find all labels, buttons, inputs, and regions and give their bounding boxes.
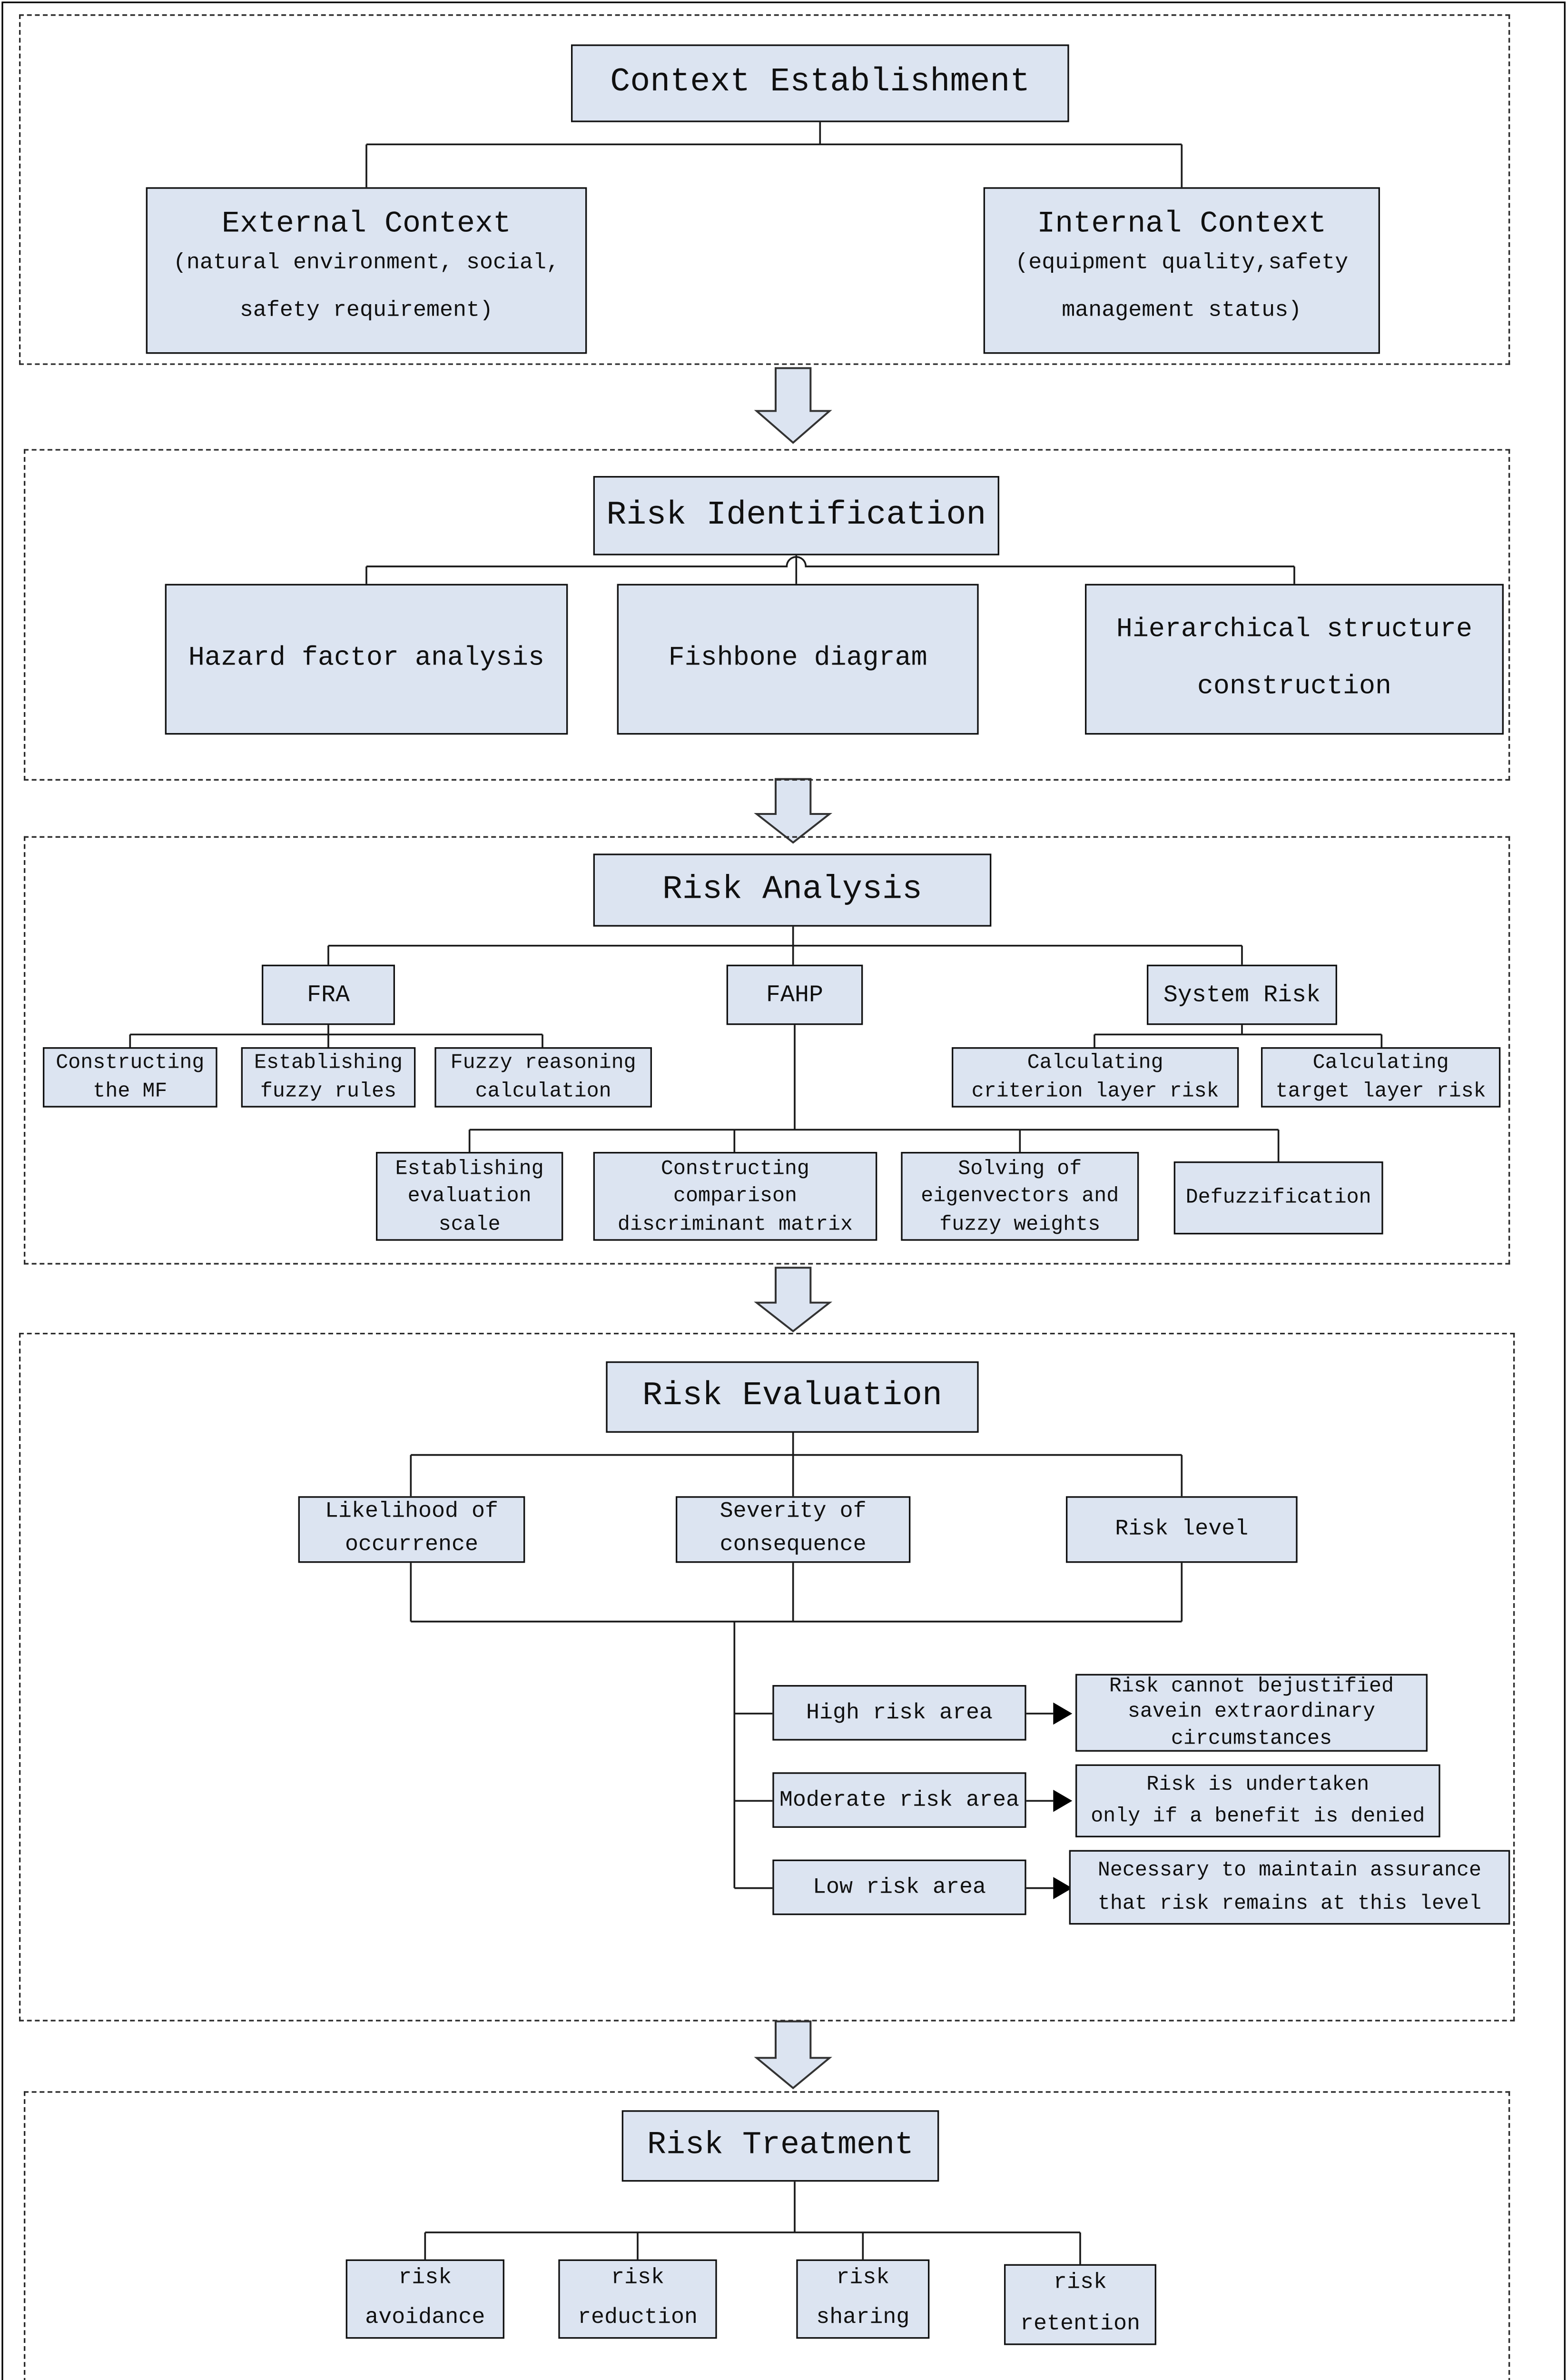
- eigenvectors-label: Solving of eigenvectors and fuzzy weight…: [921, 1156, 1119, 1236]
- risk-retention-label: risk retention: [1020, 2271, 1141, 2337]
- discriminant-matrix-label: Constructing comparison discriminant mat…: [617, 1156, 853, 1236]
- hierarchical-structure-label: Hierarchical structure construction: [1116, 615, 1473, 702]
- fra-box: FRA: [261, 964, 395, 1025]
- system-risk-label: System Risk: [1163, 981, 1321, 1009]
- internal-context-detail: (equipment quality,safety management sta…: [1015, 251, 1349, 323]
- risk-treatment-label: Risk Treatment: [647, 2127, 914, 2164]
- moderate-risk-outcome-label: Risk is undertaken only if a benefit is …: [1091, 1772, 1425, 1828]
- risk-retention-box: risk retention: [1004, 2264, 1156, 2345]
- defuzzification-box: Defuzzification: [1173, 1161, 1383, 1235]
- risk-identification-box: Risk Identification: [593, 476, 999, 555]
- low-risk-area-box: Low risk area: [772, 1859, 1026, 1915]
- fishbone-diagram-box: Fishbone diagram: [617, 584, 979, 735]
- fra-label: FRA: [306, 981, 350, 1009]
- section-risk-treatment: [23, 2091, 1510, 2380]
- flow-arrows: [754, 367, 833, 2090]
- high-risk-outcome-label: Risk cannot bejustified savein extraordi…: [1109, 1674, 1394, 1750]
- right-arrowhead-icon: [1053, 1702, 1073, 1725]
- defuzzification-label: Defuzzification: [1185, 1185, 1371, 1210]
- external-context-detail: (natural environment, social, safety req…: [173, 251, 560, 323]
- constructing-mf-label: Constructing the MF: [56, 1051, 205, 1103]
- right-arrowhead-icon: [1053, 1789, 1073, 1812]
- fuzzy-reasoning-box: Fuzzy reasoning calculation: [434, 1047, 652, 1108]
- risk-reduction-box: risk reduction: [558, 2259, 717, 2339]
- risk-evaluation-label: Risk Evaluation: [642, 1378, 943, 1416]
- discriminant-matrix-box: Constructing comparison discriminant mat…: [593, 1151, 877, 1241]
- down-arrow-icon: [754, 778, 833, 844]
- right-arrowhead-icon: [1053, 1877, 1073, 1899]
- moderate-risk-area-box: Moderate risk area: [772, 1772, 1026, 1828]
- fuzzy-reasoning-label: Fuzzy reasoning calculation: [450, 1051, 636, 1103]
- moderate-risk-outcome-box: Risk is undertaken only if a benefit is …: [1075, 1764, 1440, 1837]
- target-layer-risk-box: Calculating target layer risk: [1261, 1047, 1501, 1108]
- connector-lines: [129, 122, 1383, 2264]
- eigenvectors-box: Solving of eigenvectors and fuzzy weight…: [901, 1151, 1139, 1241]
- target-layer-risk-label: Calculating target layer risk: [1275, 1051, 1486, 1103]
- low-risk-area-label: Low risk area: [812, 1874, 986, 1900]
- risk-sharing-label: risk sharing: [816, 2265, 910, 2331]
- severity-label: Severity of consequence: [719, 1499, 867, 1558]
- risk-analysis-box: Risk Analysis: [593, 853, 992, 927]
- down-arrow-icon: [754, 2020, 832, 2090]
- evaluation-scale-label: Establishing evaluation scale: [395, 1156, 544, 1236]
- low-risk-outcome-label: Necessary to maintain assurance that ris…: [1097, 1858, 1482, 1914]
- fahp-box: FAHP: [726, 964, 863, 1025]
- risk-avoidance-label: risk avoidance: [365, 2265, 485, 2331]
- fuzzy-rules-box: Establishing fuzzy rules: [241, 1047, 416, 1108]
- evaluation-scale-box: Establishing evaluation scale: [375, 1151, 563, 1241]
- external-context-title: External Context: [221, 206, 512, 242]
- section-risk-evaluation: [19, 1332, 1515, 2022]
- internal-context-box: Internal Context (equipment quality,safe…: [983, 187, 1380, 354]
- section-risk-analysis: [23, 836, 1510, 1265]
- low-risk-outcome-box: Necessary to maintain assurance that ris…: [1069, 1850, 1510, 1925]
- down-arrow-icon: [754, 367, 832, 444]
- hazard-factor-analysis-box: Hazard factor analysis: [165, 584, 568, 735]
- fuzzy-rules-label: Establishing fuzzy rules: [254, 1051, 403, 1103]
- internal-context-title: Internal Context: [1037, 206, 1327, 242]
- hierarchical-structure-box: Hierarchical structure construction: [1084, 584, 1504, 735]
- risk-level-label: Risk level: [1115, 1517, 1249, 1542]
- risk-level-box: Risk level: [1065, 1496, 1298, 1563]
- high-risk-area-label: High risk area: [806, 1700, 993, 1726]
- criterion-layer-risk-label: Calculating criterion layer risk: [971, 1051, 1219, 1103]
- section-risk-identification: [23, 449, 1510, 781]
- criterion-layer-risk-box: Calculating criterion layer risk: [951, 1047, 1239, 1108]
- system-risk-box: System Risk: [1146, 964, 1337, 1025]
- hazard-factor-analysis-label: Hazard factor analysis: [188, 644, 545, 674]
- section-context-establishment: [19, 14, 1510, 365]
- context-establishment-label: Context Establishment: [610, 65, 1030, 102]
- likelihood-box: Likelihood of occurrence: [298, 1496, 525, 1563]
- high-risk-outcome-box: Risk cannot bejustified savein extraordi…: [1075, 1674, 1428, 1752]
- risk-treatment-box: Risk Treatment: [621, 2110, 939, 2182]
- risk-analysis-label: Risk Analysis: [662, 872, 923, 909]
- context-establishment-box: Context Establishment: [571, 44, 1069, 122]
- risk-reduction-label: risk reduction: [577, 2265, 698, 2331]
- down-arrow-icon: [754, 1267, 833, 1333]
- high-risk-area-box: High risk area: [772, 1685, 1026, 1741]
- risk-sharing-box: risk sharing: [796, 2259, 930, 2339]
- external-context-box: External Context (natural environment, s…: [146, 187, 587, 354]
- likelihood-label: Likelihood of occurrence: [325, 1499, 499, 1558]
- risk-avoidance-box: risk avoidance: [345, 2259, 504, 2339]
- arrowhead-icons: [1053, 1702, 1073, 1899]
- constructing-mf-box: Constructing the MF: [42, 1047, 217, 1108]
- moderate-risk-area-label: Moderate risk area: [779, 1787, 1020, 1813]
- fishbone-diagram-label: Fishbone diagram: [668, 644, 927, 674]
- risk-evaluation-box: Risk Evaluation: [606, 1361, 979, 1433]
- severity-box: Severity of consequence: [675, 1496, 911, 1563]
- risk-identification-label: Risk Identification: [606, 497, 986, 534]
- fahp-label: FAHP: [766, 981, 823, 1009]
